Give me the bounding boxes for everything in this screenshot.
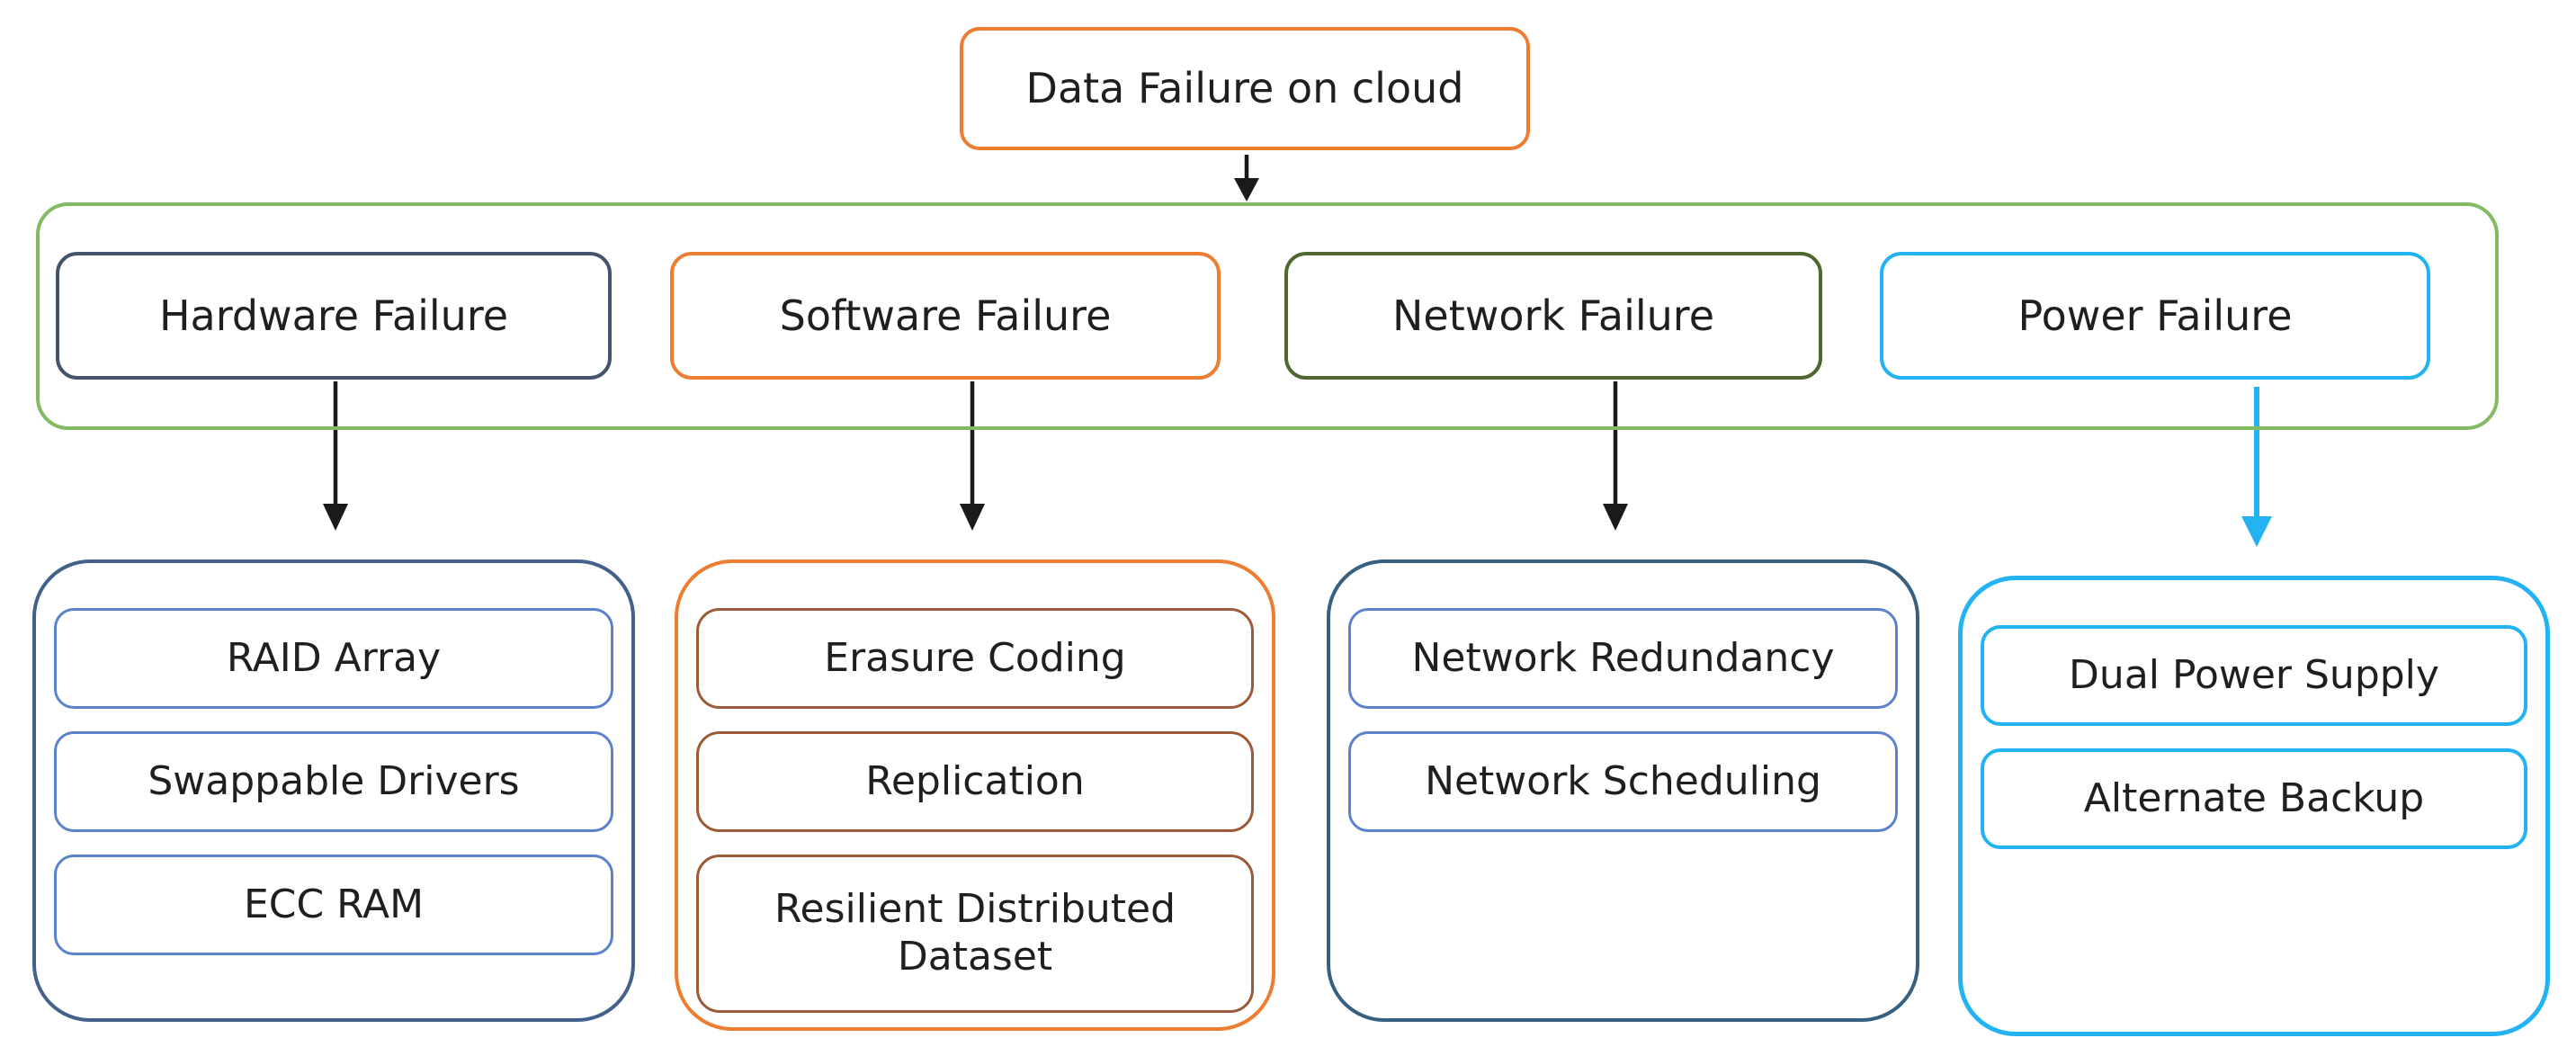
item-network-redundancy: Network Redundancy — [1348, 608, 1898, 709]
item-raid-array: RAID Array — [54, 608, 613, 709]
item-label: Swappable Drivers — [148, 757, 520, 804]
root-node-label: Data Failure on cloud — [1025, 64, 1464, 113]
category-software-failure: Software Failure — [670, 252, 1221, 380]
failure-categories-container — [36, 202, 2499, 430]
group-power-mitigations: Dual Power Supply Alternate Backup — [1958, 576, 2550, 1036]
category-label: Hardware Failure — [158, 291, 509, 340]
category-hardware-failure: Hardware Failure — [56, 252, 612, 380]
root-node-data-failure: Data Failure on cloud — [960, 27, 1530, 150]
item-dual-power-supply: Dual Power Supply — [1981, 625, 2527, 726]
item-label: Alternate Backup — [2083, 774, 2425, 821]
item-label: Dual Power Supply — [2069, 651, 2439, 698]
item-label: Network Redundancy — [1411, 634, 1835, 681]
group-network-mitigations: Network Redundancy Network Scheduling — [1327, 559, 1919, 1022]
item-replication: Replication — [696, 731, 1254, 832]
item-swappable-drivers: Swappable Drivers — [54, 731, 613, 832]
category-power-failure: Power Failure — [1880, 252, 2430, 380]
item-resilient-distributed-dataset: Resilient Distributed Dataset — [696, 855, 1254, 1013]
item-label: Resilient Distributed Dataset — [774, 886, 1176, 980]
category-label: Software Failure — [779, 291, 1112, 340]
item-label: ECC RAM — [243, 881, 425, 927]
arrow-root-to-categories — [1234, 155, 1259, 201]
group-software-mitigations: Erasure Coding Replication Resilient Dis… — [675, 559, 1275, 1031]
item-ecc-ram: ECC RAM — [54, 855, 613, 955]
category-label: Power Failure — [2017, 291, 2293, 340]
item-label: Replication — [865, 757, 1085, 804]
category-label: Network Failure — [1391, 291, 1715, 340]
item-alternate-backup: Alternate Backup — [1981, 748, 2527, 849]
item-erasure-coding: Erasure Coding — [696, 608, 1254, 709]
item-label: Erasure Coding — [824, 634, 1126, 681]
item-network-scheduling: Network Scheduling — [1348, 731, 1898, 832]
item-label: RAID Array — [226, 634, 442, 681]
category-network-failure: Network Failure — [1284, 252, 1822, 380]
item-label: Network Scheduling — [1425, 757, 1821, 804]
group-hardware-mitigations: RAID Array Swappable Drivers ECC RAM — [32, 559, 635, 1022]
